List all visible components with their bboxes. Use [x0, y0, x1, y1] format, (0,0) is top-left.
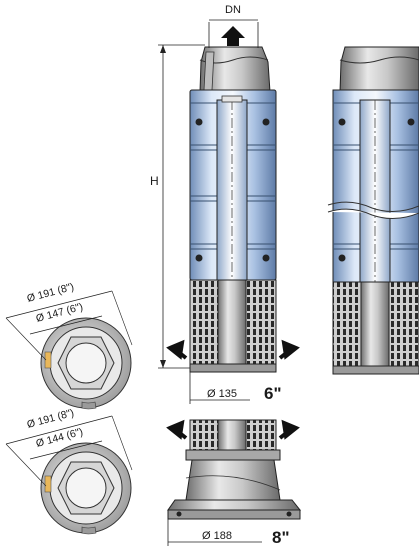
dn-label: DN	[225, 4, 241, 16]
dia-191-top-label: Ø 191 (8")	[26, 281, 76, 305]
pump-6-inch	[189, 26, 277, 373]
inflow-arrows-6	[166, 339, 300, 360]
dia-188-dimension: Ø 188 8"	[167, 519, 290, 547]
dia-135-dimension: Ø 135 6"	[189, 372, 282, 404]
size-6-label: 6"	[264, 384, 282, 403]
dn-dimension: DN	[208, 4, 259, 48]
top-view-6-inch	[40, 317, 132, 410]
dia-135-label: Ø 135	[207, 388, 237, 400]
pump-8-inch-section	[166, 419, 302, 520]
height-dimension: H	[150, 44, 205, 369]
top-view-8-inch	[40, 442, 132, 535]
size-8-label: 8"	[272, 528, 290, 547]
dia-188-label: Ø 188	[202, 530, 232, 542]
height-label: H	[150, 174, 159, 188]
pump-6-inch-variant	[327, 46, 419, 375]
